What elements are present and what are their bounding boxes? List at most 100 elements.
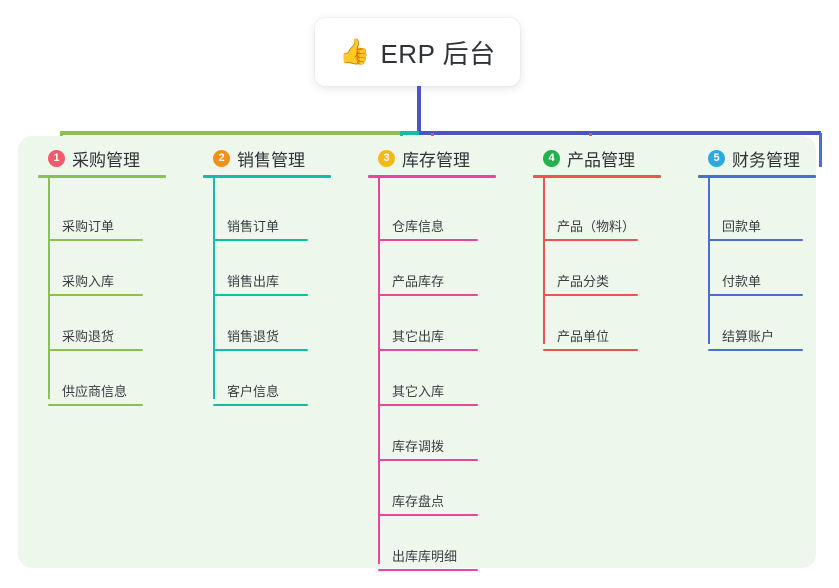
column-spine-5 (708, 178, 710, 344)
thumbs-up-icon: 👍 (339, 37, 371, 66)
list-item[interactable]: 销售出库 (213, 271, 308, 296)
list-item-label: 采购入库 (62, 274, 115, 289)
list-item-rule (48, 294, 143, 296)
list-item-rule (708, 239, 803, 241)
column-title-5: 财务管理 (732, 150, 800, 170)
column-header-3[interactable]: 3 库存管理 (368, 146, 518, 170)
column-title-4: 产品管理 (567, 150, 635, 170)
list-item-rule (378, 294, 478, 296)
column-header-rule-5 (698, 175, 816, 178)
list-item-label: 销售出库 (227, 274, 280, 289)
list-item[interactable]: 销售退货 (213, 326, 308, 351)
list-item-rule (378, 569, 478, 571)
list-item-rule (708, 294, 803, 296)
list-item-rule (378, 239, 478, 241)
list-item-label: 采购退货 (62, 329, 115, 344)
column-header-rule-2 (203, 175, 331, 178)
list-item[interactable]: 库存盘点 (378, 491, 478, 516)
column-spine-4 (543, 178, 545, 344)
list-item-label: 库存盘点 (392, 494, 445, 509)
column-title-3: 库存管理 (402, 150, 470, 170)
list-item-label: 客户信息 (227, 384, 280, 399)
column-spine-1 (48, 178, 50, 399)
column-header-2[interactable]: 2 销售管理 (203, 146, 353, 170)
list-item[interactable]: 仓库信息 (378, 216, 478, 241)
list-item-rule (378, 349, 478, 351)
root-node-title: ERP 后台 (380, 38, 496, 69)
list-item-rule (48, 404, 143, 406)
list-item-rule (378, 404, 478, 406)
list-item[interactable]: 采购入库 (48, 271, 143, 296)
list-item[interactable]: 供应商信息 (48, 381, 143, 406)
list-item-rule (213, 294, 308, 296)
list-item[interactable]: 其它入库 (378, 381, 478, 406)
list-item[interactable]: 采购退货 (48, 326, 143, 351)
list-item-rule (213, 239, 308, 241)
column-badge-4-icon: 4 (543, 149, 560, 167)
column-5: 5 财务管理回款单付款单结算账户 (698, 146, 828, 351)
column-2: 2 销售管理销售订单销售出库销售退货客户信息 (203, 146, 353, 406)
column-items-2: 销售订单销售出库销售退货客户信息 (203, 178, 353, 406)
list-item[interactable]: 采购订单 (48, 216, 143, 241)
list-item-rule (543, 239, 638, 241)
column-items-3: 仓库信息产品库存其它出库其它入库库存调拨库存盘点出库库明细 (368, 178, 518, 571)
list-item-label: 库存调拨 (392, 439, 445, 454)
column-badge-2-icon: 2 (213, 149, 230, 167)
column-header-rule-4 (533, 175, 661, 178)
list-item[interactable]: 产品（物料） (543, 216, 638, 241)
column-badge-5-icon: 5 (708, 149, 725, 167)
list-item-rule (543, 294, 638, 296)
list-item[interactable]: 库存调拨 (378, 436, 478, 461)
column-header-5[interactable]: 5 财务管理 (698, 146, 828, 170)
column-badge-3-icon: 3 (378, 149, 395, 167)
connector-bar-segment-green (60, 131, 401, 135)
column-4: 4 产品管理产品（物料） 产品分类产品单位 (533, 146, 683, 351)
list-item-label: 产品（物料） (557, 219, 636, 234)
list-item-label: 产品单位 (557, 329, 610, 344)
list-item[interactable]: 产品单位 (543, 326, 638, 351)
list-item-label: 出库库明细 (392, 549, 458, 564)
list-item-rule (48, 239, 143, 241)
list-item[interactable]: 其它出库 (378, 326, 478, 351)
list-item[interactable]: 产品分类 (543, 271, 638, 296)
list-item[interactable]: 付款单 (708, 271, 803, 296)
list-item[interactable]: 客户信息 (213, 381, 308, 406)
list-item-label: 其它出库 (392, 329, 445, 344)
list-item-label: 产品库存 (392, 274, 445, 289)
connector-bar-segment-blue (419, 131, 821, 135)
root-node-erp-backend[interactable]: 👍 ERP 后台 (315, 18, 520, 86)
list-item-rule (213, 349, 308, 351)
list-item-rule (378, 459, 478, 461)
list-item-label: 产品分类 (557, 274, 610, 289)
column-spine-2 (213, 178, 215, 399)
column-items-4: 产品（物料） 产品分类产品单位 (533, 178, 683, 351)
list-item[interactable]: 出库库明细 (378, 546, 478, 571)
list-item-rule (378, 514, 478, 516)
list-item-rule (48, 349, 143, 351)
trunk-connector-vertical (417, 86, 421, 133)
column-title-2: 销售管理 (237, 150, 305, 170)
list-item[interactable]: 结算账户 (708, 326, 803, 351)
column-badge-1-icon: 1 (48, 149, 65, 167)
list-item-label: 仓库信息 (392, 219, 445, 234)
column-1: 1 采购管理采购订单采购入库采购退货供应商信息 (38, 146, 188, 406)
column-header-1[interactable]: 1 采购管理 (38, 146, 188, 170)
column-items-5: 回款单付款单结算账户 (698, 178, 828, 351)
column-header-rule-3 (368, 175, 496, 178)
list-item-label: 销售订单 (227, 219, 280, 234)
list-item-label: 供应商信息 (62, 384, 128, 399)
list-item-label: 付款单 (722, 274, 762, 289)
list-item[interactable]: 产品库存 (378, 271, 478, 296)
column-header-4[interactable]: 4 产品管理 (533, 146, 683, 170)
list-item-rule (708, 349, 803, 351)
column-title-1: 采购管理 (72, 150, 140, 170)
list-item[interactable]: 回款单 (708, 216, 803, 241)
list-item-label: 采购订单 (62, 219, 115, 234)
list-item-label: 销售退货 (227, 329, 280, 344)
list-item-rule (543, 349, 638, 351)
column-spine-3 (378, 178, 380, 564)
list-item-label: 结算账户 (722, 329, 775, 344)
list-item[interactable]: 销售订单 (213, 216, 308, 241)
diagram-board (18, 136, 816, 568)
